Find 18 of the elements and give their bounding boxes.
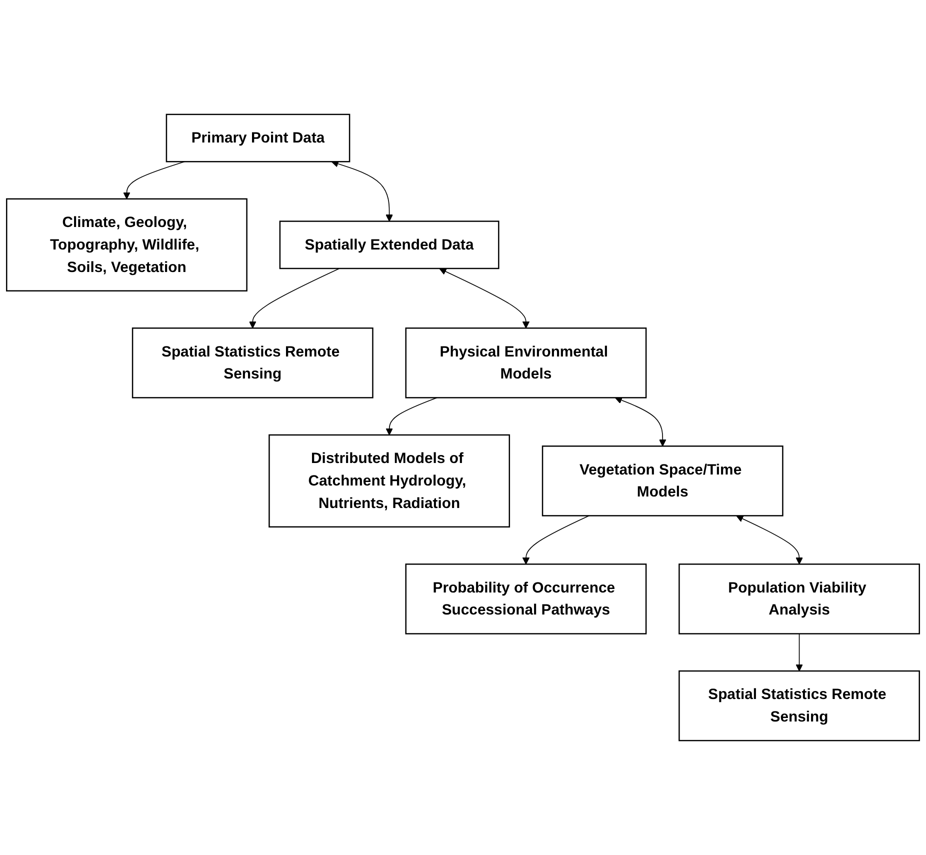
node-box: Physical Environmental Models: [405, 328, 647, 398]
node-box: Population Viability Analysis: [678, 564, 920, 634]
arrow: [439, 268, 530, 328]
arrow: [614, 396, 666, 446]
node-box: Distributed Models of Catchment Hydrology, Nutrients, Radiation: [268, 434, 510, 528]
arrow: [736, 515, 803, 564]
arrow: [331, 160, 393, 222]
node-box: Spatial Statistics Remote Sensing: [132, 328, 374, 398]
arrow: [796, 633, 803, 672]
node-box: Probability of Occurrence Successional Pathways: [405, 564, 647, 634]
node-box: Spatial Statistics Remote Sensing: [678, 670, 920, 742]
node-box: Spatially Extended Data: [279, 220, 500, 270]
node-box: Vegetation Space/Time Models: [542, 446, 784, 516]
arrow: [249, 268, 340, 328]
node-box: Climate, Geology, Topography, Wildlife, Soils, Vegetation: [6, 198, 248, 292]
arrow: [386, 397, 438, 436]
arrow: [522, 515, 590, 564]
node-box: Primary Point Data: [166, 114, 350, 162]
